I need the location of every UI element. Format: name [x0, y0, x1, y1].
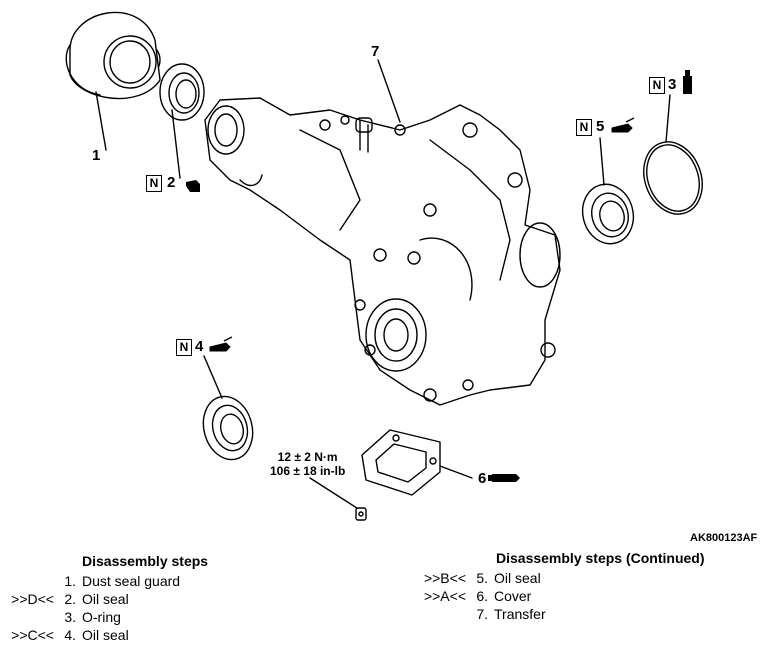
oil-icon-5	[611, 117, 635, 133]
o-ring	[643, 141, 703, 215]
bolt	[309, 477, 367, 521]
cover-gasket	[361, 429, 441, 496]
step-text: Transfer	[494, 606, 546, 622]
step-text: Oil seal	[82, 591, 129, 607]
oil-icon-4	[209, 336, 233, 352]
disassembly-steps-left: Disassembly steps 1. Dust seal guard >>D…	[2, 552, 208, 644]
callout-6: 6	[478, 470, 487, 487]
step-number: 4.	[64, 627, 76, 643]
exploded-view-diagram	[65, 11, 703, 521]
new-part-marker-3: N	[649, 77, 665, 94]
step-row: >>C<< 4. Oil seal	[2, 626, 208, 644]
step-number: 6.	[476, 588, 488, 604]
step-row: >>B<< 5. Oil seal	[414, 569, 705, 587]
callout-1: 1	[92, 147, 101, 164]
callout-4: 4	[195, 338, 204, 355]
leader-4	[203, 355, 223, 399]
step-text: Oil seal	[494, 570, 541, 586]
step-text: Oil seal	[82, 627, 129, 643]
dust-seal-guard	[65, 11, 161, 100]
leader-3	[665, 94, 671, 143]
step-text: Cover	[494, 588, 532, 604]
steps-right-title: Disassembly steps (Continued)	[496, 550, 705, 566]
new-part-marker-4: N	[176, 339, 192, 356]
oil-seal-5	[581, 183, 635, 245]
step-number: 3.	[64, 609, 76, 625]
step-row: >>A<< 6. Cover	[414, 587, 705, 605]
step-text: Dust seal guard	[82, 573, 181, 589]
oil-seal-4	[202, 395, 254, 461]
new-part-marker-2: N	[146, 175, 162, 192]
disassembly-steps-right: Disassembly steps (Continued) >>B<< 5. O…	[414, 549, 705, 623]
step-number: 7.	[476, 606, 488, 622]
callout-2: 2	[167, 174, 176, 191]
leader-2	[171, 109, 181, 179]
step-mark	[414, 605, 466, 623]
step-mark: >>A<<	[423, 588, 466, 604]
step-number: 1.	[64, 573, 76, 589]
step-mark: >>B<<	[423, 570, 466, 586]
bottle-icon-3	[683, 70, 692, 94]
step-text: O-ring	[82, 609, 121, 625]
leader-7	[377, 59, 401, 123]
transfer-housing	[204, 97, 561, 406]
step-mark: >>C<<	[11, 627, 54, 643]
step-number: 5.	[476, 570, 488, 586]
torque-imperial: 106 ± 18 in-lb	[270, 464, 346, 478]
leader-6	[439, 465, 473, 479]
step-row: 3. O-ring	[2, 608, 208, 626]
steps-left-title: Disassembly steps	[82, 553, 209, 569]
torque-spec: 12 ± 2 N·m 106 ± 18 in-lb	[270, 450, 345, 478]
step-mark	[2, 608, 54, 626]
step-row: 7. Transfer	[414, 605, 705, 623]
grease-icon-2	[186, 180, 200, 192]
callout-3: 3	[668, 76, 677, 93]
step-row: 1. Dust seal guard	[2, 572, 208, 590]
leader-5	[599, 137, 605, 186]
torque-metric: 12 ± 2 N·m	[277, 450, 338, 464]
figure-id: AK800123AF	[690, 532, 758, 544]
leader-1	[95, 91, 107, 151]
step-row: >>D<< 2. Oil seal	[2, 590, 208, 608]
callout-5: 5	[596, 118, 605, 135]
step-mark	[2, 572, 54, 590]
new-part-marker-5: N	[576, 119, 592, 136]
sealant-tube-icon-6	[488, 474, 520, 482]
step-mark: >>D<<	[11, 591, 54, 607]
callout-7: 7	[371, 43, 380, 60]
step-number: 2.	[64, 591, 76, 607]
oil-seal-2	[159, 63, 205, 121]
